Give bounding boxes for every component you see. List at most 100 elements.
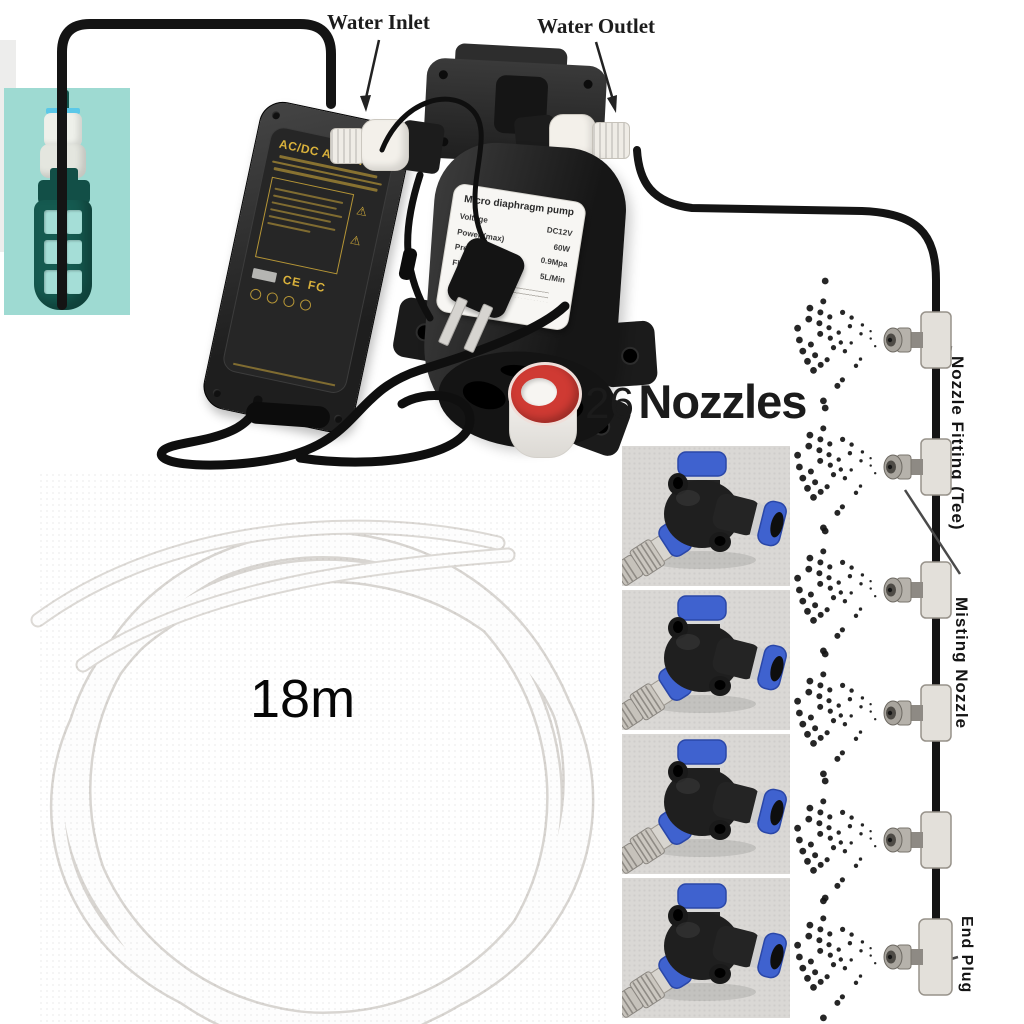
spray-dot — [853, 490, 859, 495]
spray-dot — [827, 441, 833, 447]
nozzle-tee-fitting — [920, 811, 952, 869]
spray-dot — [836, 580, 841, 585]
filter-mesh-hole — [66, 240, 82, 264]
tee-fitting-photo — [622, 446, 790, 586]
water-inlet-arrow — [364, 39, 381, 99]
spray-dot — [849, 688, 854, 693]
spray-dot — [853, 980, 859, 985]
nozzle-stub — [909, 949, 923, 965]
misting-nozzle-assembly — [794, 777, 952, 905]
water-outlet-arrowhead — [607, 95, 617, 113]
inlet-quick-fitting-nut — [330, 128, 365, 164]
spray-dot — [826, 825, 832, 831]
spray-dot — [820, 647, 827, 655]
spray-dot — [812, 479, 819, 486]
spray-dot — [827, 814, 833, 820]
tee-fitting-photo — [622, 734, 790, 874]
nozzle-count-number: 26 — [585, 379, 634, 428]
inline-connector — [398, 248, 418, 280]
spray-dot — [874, 845, 877, 848]
spray-dot — [834, 999, 841, 1006]
spray-dot — [853, 736, 859, 741]
tee-fitting-with-nozzle — [622, 451, 787, 586]
end-plug-fitting — [918, 918, 953, 996]
spray-dot — [858, 857, 863, 861]
spray-dot — [821, 777, 829, 785]
brass-misting-nozzle — [622, 952, 693, 1018]
spray-dot — [847, 451, 853, 456]
misting-nozzle-assembly — [794, 527, 952, 655]
spray-dot — [839, 377, 846, 383]
spray-dot — [794, 324, 801, 332]
spray-dot — [796, 836, 803, 844]
spray-dot — [796, 709, 803, 717]
spray-dot — [806, 554, 814, 562]
spray-dot — [824, 857, 830, 863]
spray-dot — [807, 841, 814, 848]
push-fit-ring — [677, 595, 727, 621]
spray-dot — [840, 309, 846, 315]
tee-fitting-with-nozzle — [622, 595, 787, 730]
spray-dot — [842, 722, 848, 727]
outlet-quick-fitting-nut — [592, 122, 630, 159]
spray-dot — [817, 330, 824, 337]
spray-dot — [842, 349, 848, 354]
spray-dot — [817, 361, 824, 368]
spray-dot — [853, 613, 859, 618]
spray-dot — [810, 494, 817, 501]
spray-dot — [817, 734, 824, 741]
spray-dot — [869, 837, 872, 840]
nozzle-fitting-tee-label: Nozzle Fitting (Tee) — [948, 356, 967, 531]
spray-dot — [817, 457, 824, 464]
misting-nozzle-assembly — [794, 277, 952, 405]
nozzle-orifice — [887, 954, 893, 960]
spray-dot — [807, 341, 814, 348]
spray-dot — [824, 357, 830, 363]
spray-dot — [849, 442, 854, 447]
nozzle-stub — [909, 459, 923, 475]
spray-dot — [824, 974, 830, 980]
spray-dot — [853, 863, 859, 868]
coil-tail — [77, 549, 514, 671]
spray-dot — [840, 559, 846, 566]
tape-hole — [521, 378, 557, 406]
spray-dot — [827, 564, 833, 570]
spray-dot — [805, 932, 813, 940]
bolt-icon — [438, 69, 449, 80]
spray-dot — [821, 277, 829, 285]
spray-dot — [869, 830, 872, 833]
spray-dot — [853, 363, 859, 368]
spray-dot — [805, 315, 813, 323]
tee-fitting-photo — [622, 590, 790, 730]
spray-dot — [817, 309, 824, 316]
spray-dot — [816, 320, 823, 327]
bolt-icon — [583, 79, 593, 90]
spray-dot — [839, 627, 846, 633]
spray-dot — [804, 857, 811, 865]
spray-dot — [842, 966, 848, 971]
spray-dot — [860, 573, 865, 577]
spray-dot — [817, 580, 824, 587]
nozzle-nut — [896, 827, 912, 853]
spray-dot — [858, 974, 863, 978]
spray-dot — [830, 345, 837, 351]
spray-dot — [847, 697, 853, 702]
spray-dot — [817, 559, 824, 566]
spray-dot — [849, 932, 854, 937]
spray-dot — [826, 698, 832, 704]
photo-background — [38, 472, 606, 1024]
spray-dot — [810, 740, 817, 747]
spray-dot — [869, 580, 872, 583]
spray-dot — [869, 703, 872, 706]
tee-fitting-with-nozzle — [622, 739, 787, 874]
spray-dot — [799, 597, 807, 605]
spray-dot — [849, 468, 853, 472]
spray-dot — [796, 336, 803, 344]
nozzle-stub — [909, 332, 923, 348]
spray-dot — [834, 755, 841, 762]
spray-dot — [805, 442, 813, 450]
cert-mark-fc: FC — [306, 277, 328, 295]
spray-dot — [810, 867, 817, 874]
nozzle-orifice-ring — [886, 333, 896, 347]
misting-nozzle-assembly — [794, 650, 952, 778]
